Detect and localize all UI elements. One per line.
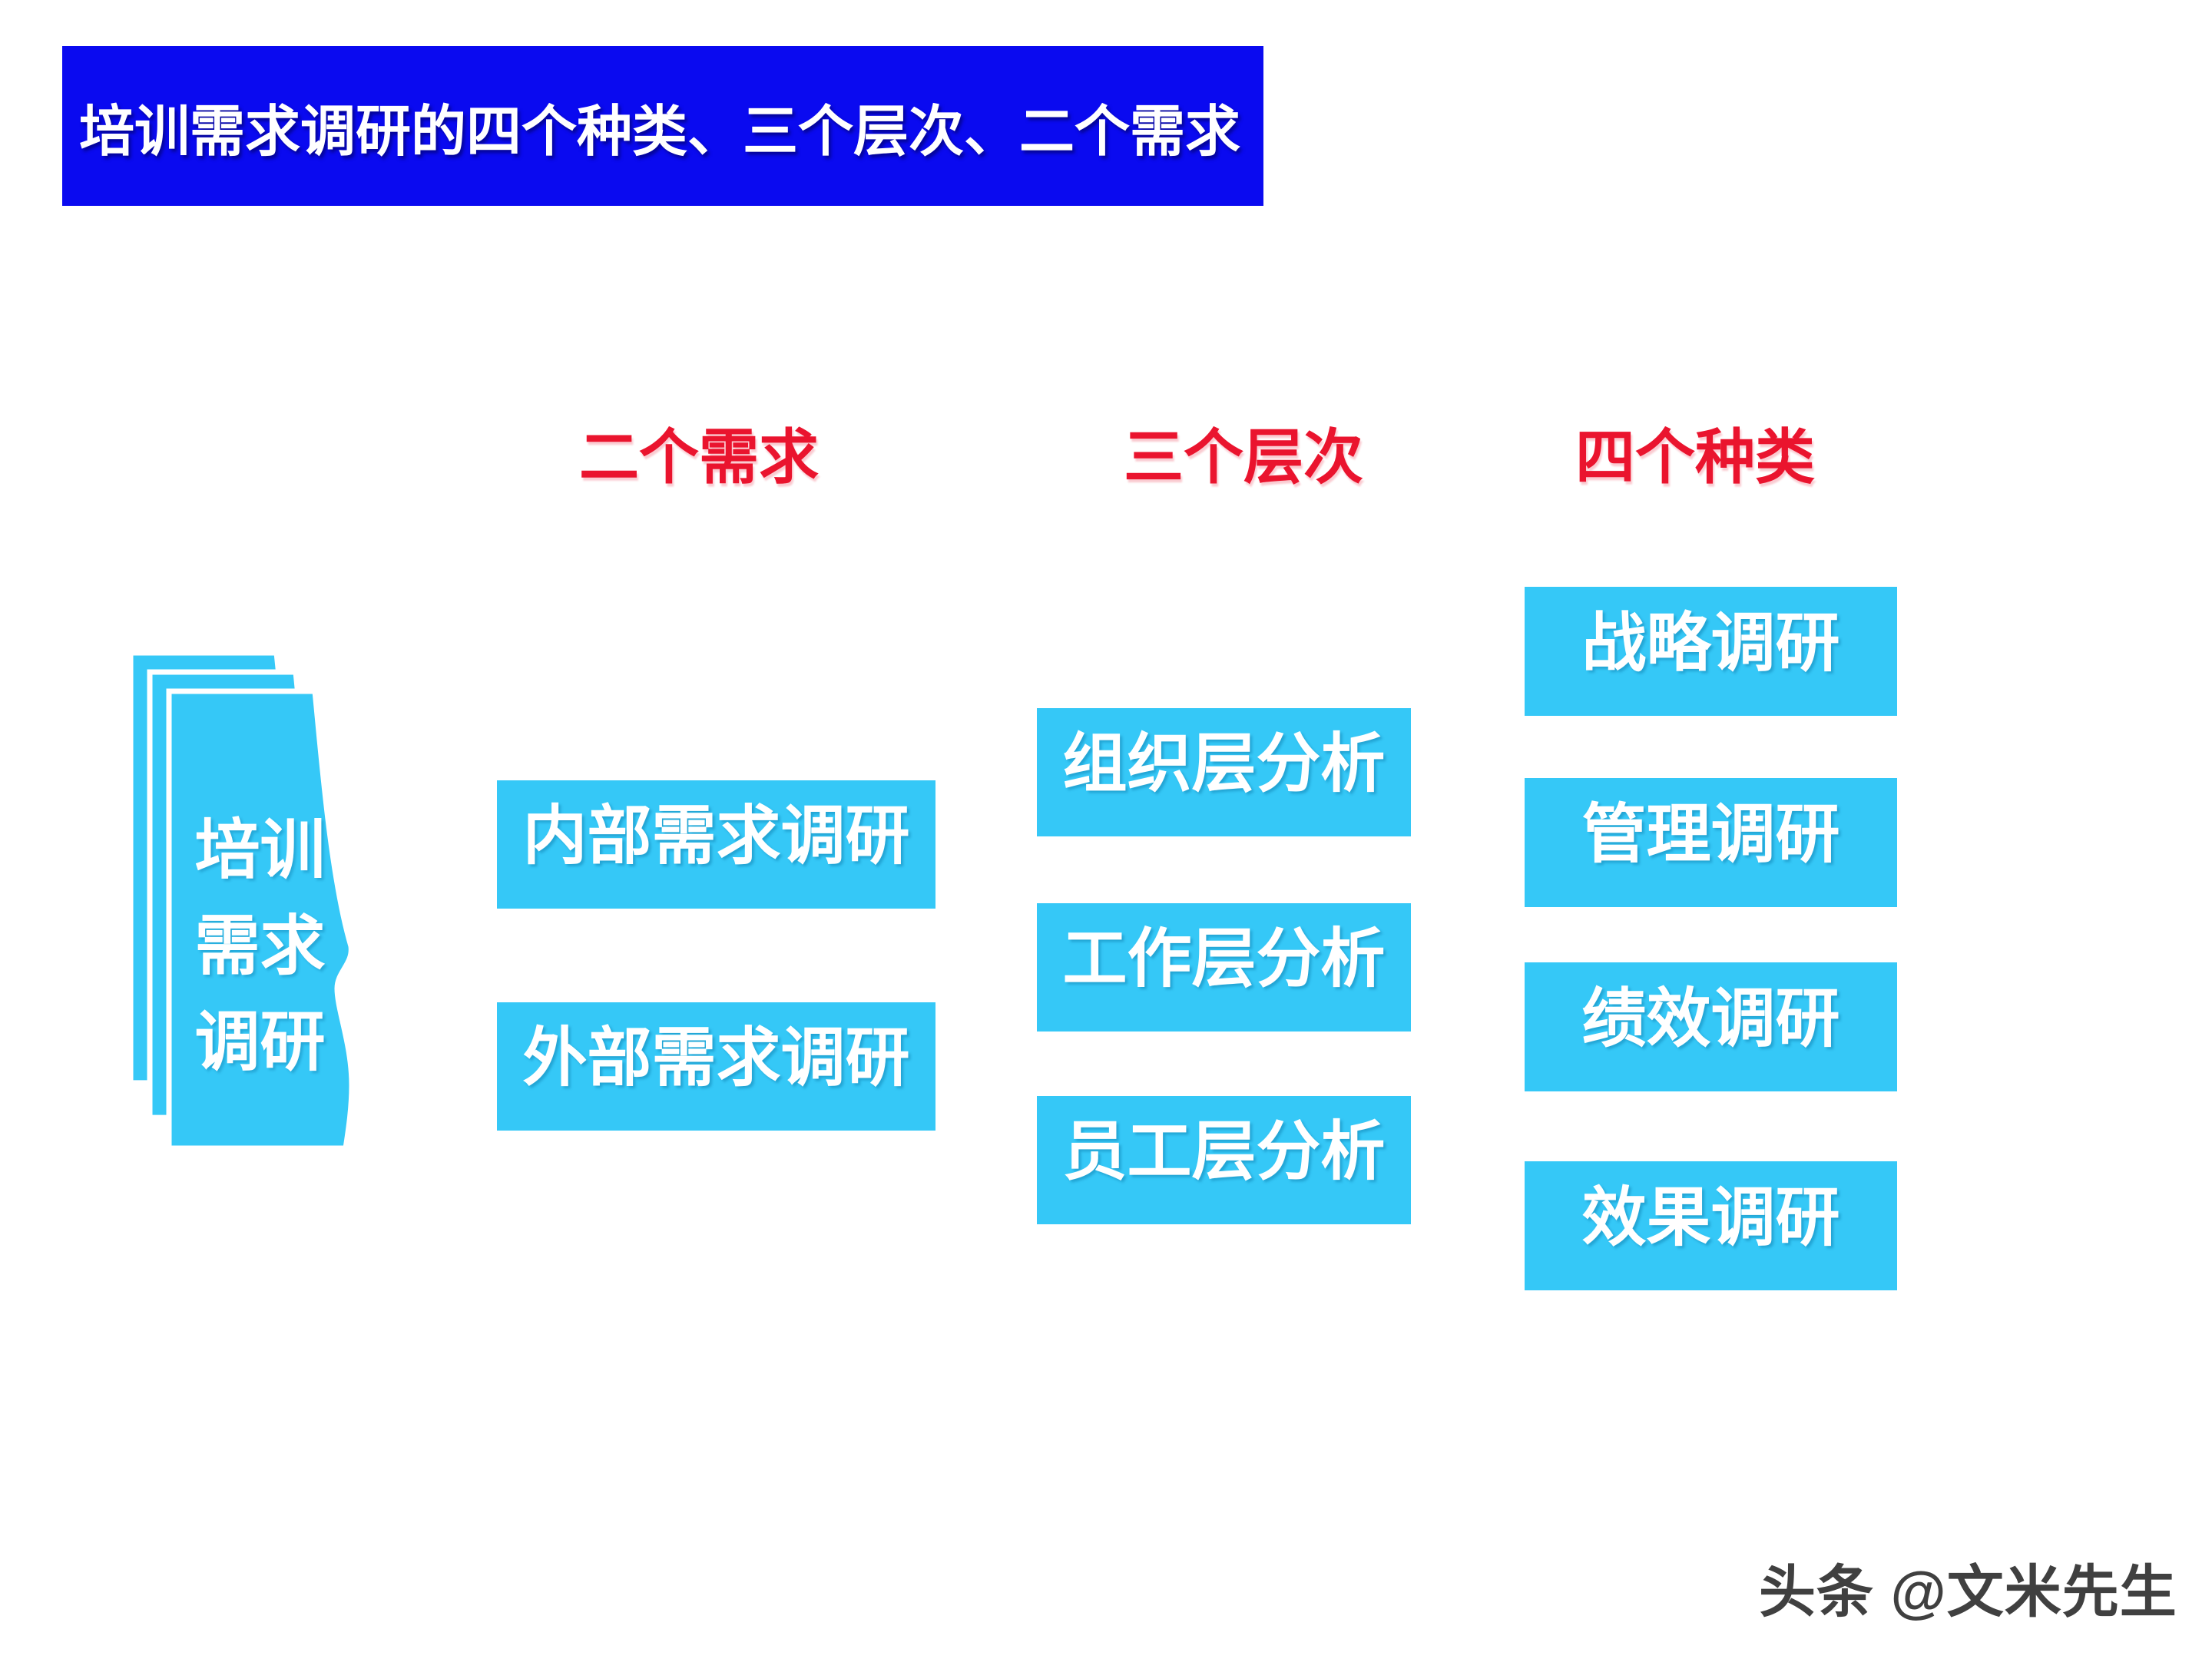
column-header-four-types: 四个种类 [1575,423,1816,491]
box-organization-level-analysis: 组织层分析 [1037,708,1411,836]
slide-title: 培训需求调研的四个种类、三个层次、二个需求 [79,101,1241,163]
box-external-needs-research: 外部需求调研 [497,1002,935,1131]
stack-label: 培训 需求 调研 [194,814,326,1079]
column-header-two-needs: 二个需求 [579,423,820,491]
box-job-level-analysis: 工作层分析 [1037,903,1411,1031]
watermark: 头条 @文米先生 [1759,1560,2177,1624]
box-performance-research: 绩效调研 [1525,962,1897,1091]
box-management-research: 管理调研 [1525,778,1897,907]
stack-front-page [169,691,352,1148]
title-banner: 培训需求调研的四个种类、三个层次、二个需求 [62,46,1263,206]
box-internal-needs-research: 内部需求调研 [497,780,935,909]
box-employee-level-analysis: 员工层分析 [1037,1096,1411,1224]
document-stack-icon [108,630,415,1167]
column-header-three-levels: 三个层次 [1124,423,1364,491]
box-strategy-research: 战略调研 [1525,587,1897,716]
box-effect-research: 效果调研 [1525,1161,1897,1290]
